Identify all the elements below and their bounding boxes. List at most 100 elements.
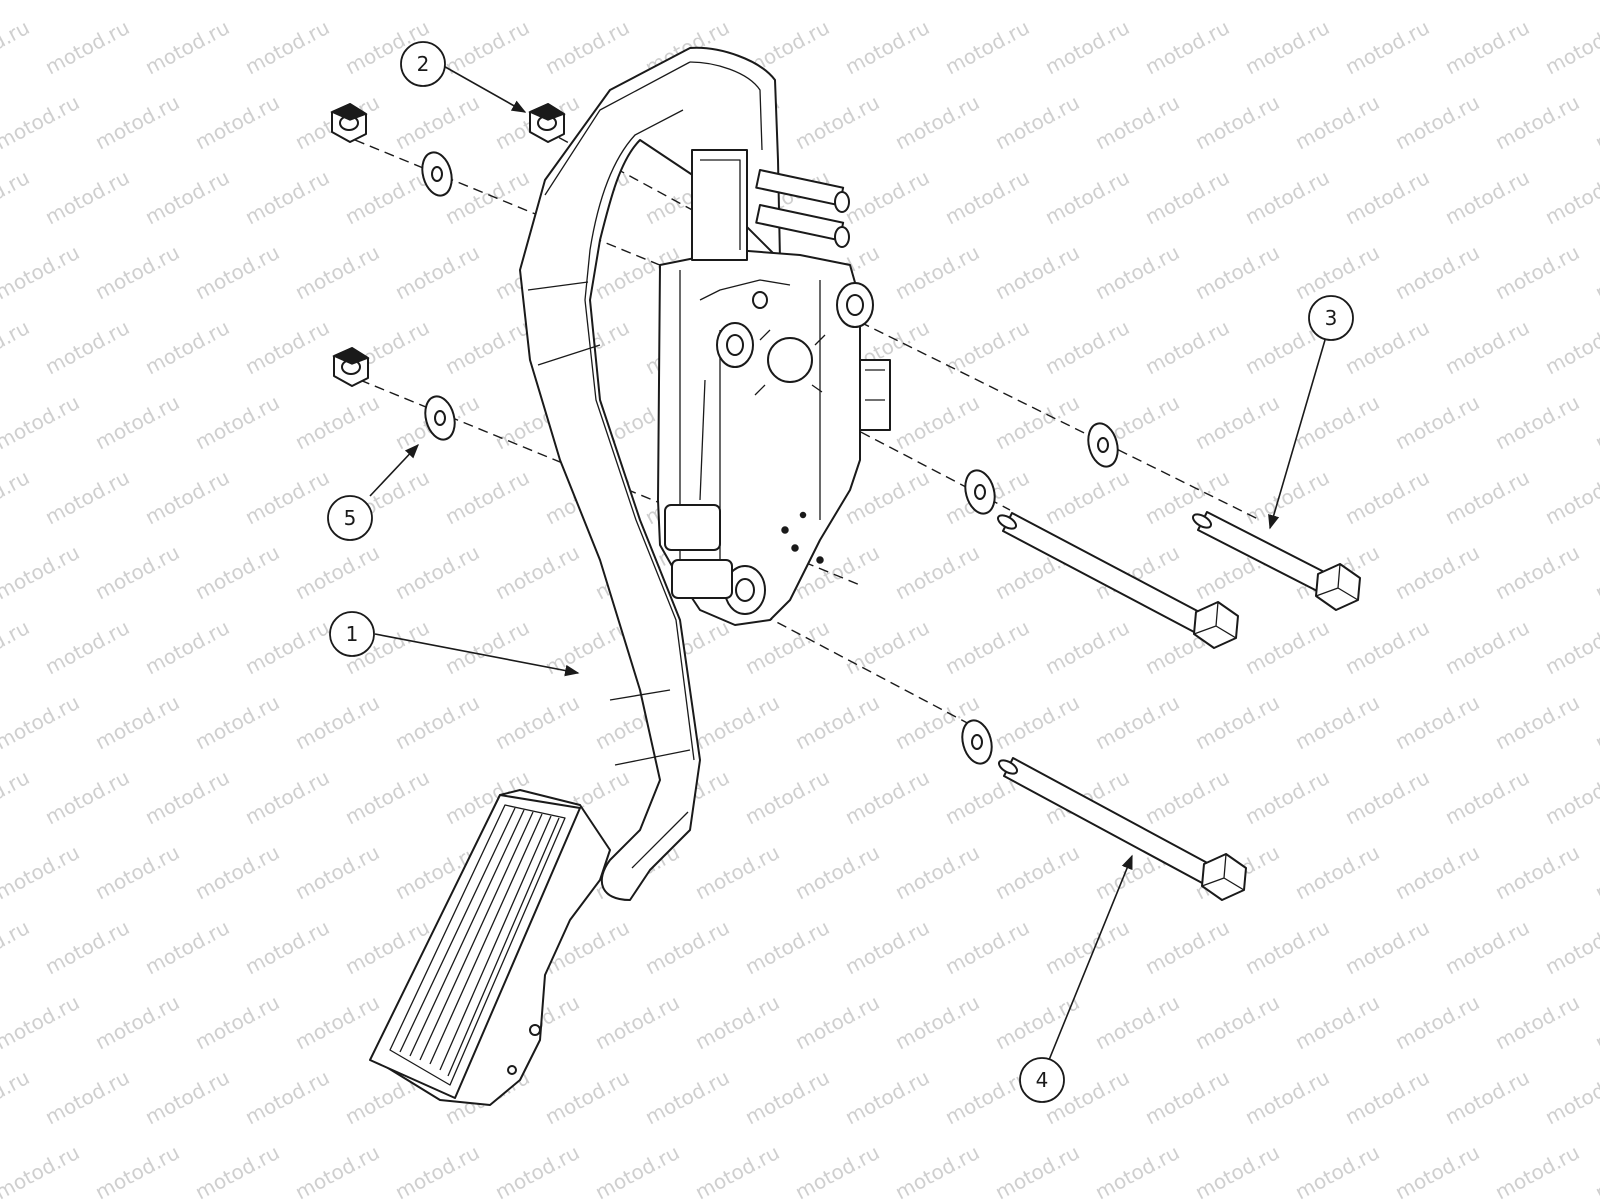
watermark-text-18: motod.ru	[41, 15, 133, 79]
watermark-text-233: motod.ru	[1141, 915, 1233, 979]
bolt-lower	[997, 757, 1247, 901]
watermark-text-195: motod.ru	[741, 765, 833, 829]
watermark-text-46: motod.ru	[1191, 90, 1283, 154]
watermark-text-250: motod.ru	[1191, 990, 1283, 1054]
watermark-text-283: motod.ru	[1091, 1140, 1183, 1200]
watermark-text-87: motod.ru	[141, 315, 233, 379]
watermark-text-99: motod.ru	[1341, 315, 1433, 379]
watermark-text-204: motod.ru	[0, 840, 83, 904]
watermark-text-137: motod.ru	[91, 540, 183, 604]
watermark-text-229: motod.ru	[741, 915, 833, 979]
watermark-text-130: motod.ru	[1041, 465, 1133, 529]
watermark-text-27: motod.ru	[941, 15, 1033, 79]
watermark-text-22: motod.ru	[441, 15, 533, 79]
watermark-text-81: motod.ru	[1291, 240, 1383, 304]
callout-3: 3	[1308, 295, 1354, 341]
watermark-text-101: motod.ru	[1541, 315, 1600, 379]
watermark-text-191: motod.ru	[341, 765, 433, 829]
watermark-text-177: motod.ru	[691, 690, 783, 754]
watermark-text-153: motod.ru	[0, 615, 33, 679]
callout-4: 4	[1019, 1057, 1065, 1103]
watermark-text-65: motod.ru	[1341, 165, 1433, 229]
watermark-text-252: motod.ru	[1391, 990, 1483, 1054]
watermark-text-1: motod.ru	[91, 0, 183, 4]
watermark-text-88: motod.ru	[241, 315, 333, 379]
watermark-text-85: motod.ru	[0, 315, 33, 379]
watermark-text-154: motod.ru	[41, 615, 133, 679]
watermark-text-279: motod.ru	[691, 1140, 783, 1200]
watermark-text-134: motod.ru	[1441, 465, 1533, 529]
watermark-text-118: motod.ru	[1591, 390, 1600, 454]
watermark-text-35: motod.ru	[91, 90, 183, 154]
leader-lines	[369, 63, 1326, 1061]
watermark-text-14: motod.ru	[1391, 0, 1483, 4]
watermark-text-175: motod.ru	[491, 690, 583, 754]
watermark-text-105: motod.ru	[291, 390, 383, 454]
watermark-text-36: motod.ru	[191, 90, 283, 154]
watermark-text-119: motod.ru	[0, 465, 33, 529]
watermark-text-158: motod.ru	[441, 615, 533, 679]
watermark-text-267: motod.ru	[1141, 1065, 1233, 1129]
watermark-text-257: motod.ru	[141, 1065, 233, 1129]
watermark-text-152: motod.ru	[1591, 540, 1600, 604]
watermark-text-47: motod.ru	[1291, 90, 1383, 154]
watermark-text-83: motod.ru	[1491, 240, 1583, 304]
watermark-text-138: motod.ru	[191, 540, 283, 604]
watermark-text-236: motod.ru	[1441, 915, 1533, 979]
watermark-text-224: motod.ru	[241, 915, 333, 979]
watermark-text-169: motod.ru	[1541, 615, 1600, 679]
sensor-housing	[657, 149, 891, 626]
watermark-text-15: motod.ru	[1491, 0, 1583, 4]
bolt-middle	[996, 512, 1239, 649]
washer-middle-left	[424, 395, 456, 441]
watermark-text-235: motod.ru	[1341, 915, 1433, 979]
watermark-text-124: motod.ru	[441, 465, 533, 529]
watermark-text-7: motod.ru	[691, 0, 783, 4]
watermark-text-139: motod.ru	[291, 540, 383, 604]
watermark-text-10: motod.ru	[991, 0, 1083, 4]
watermark-text-272: motod.ru	[0, 1140, 83, 1200]
washer-right-upper	[1087, 422, 1119, 468]
watermark-text-117: motod.ru	[1491, 390, 1583, 454]
watermark-text-141: motod.ru	[491, 540, 583, 604]
watermark-text-234: motod.ru	[1241, 915, 1333, 979]
watermark-text-150: motod.ru	[1391, 540, 1483, 604]
watermark-text-201: motod.ru	[1341, 765, 1433, 829]
watermark-text-26: motod.ru	[841, 15, 933, 79]
watermark-text-174: motod.ru	[391, 690, 483, 754]
watermark-text-263: motod.ru	[741, 1065, 833, 1129]
watermark-text-218: motod.ru	[1391, 840, 1483, 904]
watermark-text-288: motod.ru	[1591, 1140, 1600, 1200]
watermark-text-72: motod.ru	[391, 240, 483, 304]
watermark-text-102: motod.ru	[0, 390, 83, 454]
watermark-text-217: motod.ru	[1291, 840, 1383, 904]
watermark-text-70: motod.ru	[191, 240, 283, 304]
watermark-text-84: motod.ru	[1591, 240, 1600, 304]
watermark-text-270: motod.ru	[1441, 1065, 1533, 1129]
watermark-text-206: motod.ru	[191, 840, 283, 904]
watermark-text-173: motod.ru	[291, 690, 383, 754]
watermark-text-69: motod.ru	[91, 240, 183, 304]
watermark-text-162: motod.ru	[841, 615, 933, 679]
watermark-text-56: motod.ru	[441, 165, 533, 229]
watermark-text-122: motod.ru	[241, 465, 333, 529]
watermark-text-155: motod.ru	[141, 615, 233, 679]
watermark-text-6: motod.ru	[591, 0, 683, 4]
watermark-text-271: motod.ru	[1541, 1065, 1600, 1129]
watermark-text-214: motod.ru	[991, 840, 1083, 904]
watermark-text-42: motod.ru	[791, 90, 883, 154]
watermark-text-71: motod.ru	[291, 240, 383, 304]
watermark-text-180: motod.ru	[991, 690, 1083, 754]
watermark-text-16: motod.ru	[1591, 0, 1600, 4]
watermark-text-207: motod.ru	[291, 840, 383, 904]
watermark-text-186: motod.ru	[1591, 690, 1600, 754]
watermark-text-196: motod.ru	[841, 765, 933, 829]
callout-5-label: 5	[344, 506, 357, 530]
callout-3-label: 3	[1325, 306, 1338, 330]
watermark-text-239: motod.ru	[91, 990, 183, 1054]
watermark-text-275: motod.ru	[291, 1140, 383, 1200]
watermark-text-245: motod.ru	[691, 990, 783, 1054]
watermark-text-48: motod.ru	[1391, 90, 1483, 154]
watermark-text-285: motod.ru	[1291, 1140, 1383, 1200]
